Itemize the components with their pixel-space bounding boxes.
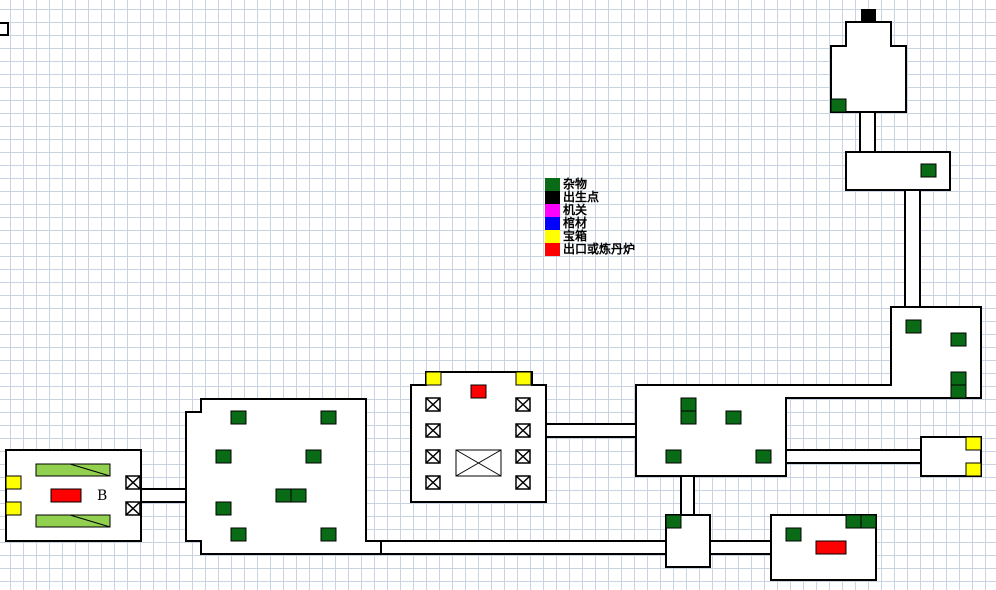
corridor [680, 475, 695, 517]
legend-swatch [545, 217, 560, 230]
corridor [544, 423, 638, 438]
misc-item [230, 410, 247, 425]
chest-item [425, 371, 442, 386]
chest-item [5, 475, 22, 490]
crate-icon [425, 475, 441, 490]
legend-label: 宝箱 [563, 229, 588, 243]
legend-item-exit: 出口或炼丹炉 [545, 243, 635, 256]
misc-item [905, 319, 922, 334]
large-crate-icon [455, 449, 502, 477]
legend-item-chest: 宝箱 [545, 230, 635, 243]
exit-marker [50, 488, 82, 503]
room-hub [635, 306, 982, 477]
legend-label: 出生点 [563, 190, 600, 204]
legend-item-coffin: 棺材 [545, 217, 635, 230]
corridor [139, 488, 187, 503]
misc-item [950, 384, 967, 399]
legend: 杂物 出生点 机关 棺材 宝箱 出口或炼丹炉 [545, 178, 635, 256]
legend-swatch [545, 243, 560, 256]
misc-item [785, 527, 802, 542]
corridor [365, 540, 667, 555]
misc-item [290, 488, 307, 503]
misc-item [680, 397, 697, 412]
crate-icon [515, 475, 531, 490]
misc-item [920, 163, 937, 178]
corridor [784, 449, 922, 464]
corridor [859, 111, 876, 153]
misc-item [680, 410, 697, 425]
misc-item [665, 449, 682, 464]
room-green-items [185, 398, 382, 555]
platform-top-slash [69, 463, 111, 477]
misc-item [665, 514, 682, 529]
misc-item [860, 514, 877, 529]
misc-item [950, 371, 967, 386]
legend-item-spawn: 出生点 [545, 191, 635, 204]
misc-item [950, 332, 967, 347]
exit-marker [815, 540, 847, 555]
legend-label: 出口或炼丹炉 [563, 242, 636, 256]
chest-item [965, 436, 982, 451]
spawn-point [861, 9, 876, 22]
misc-item [755, 449, 772, 464]
misc-item [320, 410, 337, 425]
chest-item [5, 501, 22, 516]
legend-label: 棺材 [563, 216, 588, 230]
legend-label: 机关 [563, 203, 588, 217]
misc-item [215, 501, 232, 516]
crate-icon [125, 501, 141, 516]
room-b-label: B [97, 488, 108, 504]
misc-item [725, 410, 742, 425]
corner-mark [0, 22, 9, 36]
legend-item-misc: 杂物 [545, 178, 635, 191]
corridor [904, 189, 921, 309]
misc-item [275, 488, 292, 503]
misc-item [845, 514, 862, 529]
legend-label: 杂物 [563, 177, 588, 191]
crate-icon [125, 475, 141, 490]
misc-item [320, 527, 337, 542]
exit-marker [470, 384, 487, 399]
legend-swatch [545, 204, 560, 217]
crate-icon [425, 397, 441, 412]
corridor [709, 540, 772, 555]
misc-item [305, 449, 322, 464]
crate-icon [425, 423, 441, 438]
crate-icon [515, 397, 531, 412]
crate-icon [515, 449, 531, 464]
misc-item [230, 527, 247, 542]
platform-top [35, 463, 111, 477]
chest-item [965, 462, 982, 477]
crate-icon [515, 423, 531, 438]
legend-swatch [545, 191, 560, 204]
misc-item [830, 98, 847, 113]
misc-item [215, 449, 232, 464]
platform-bottom-slash [69, 514, 111, 528]
legend-swatch [545, 230, 560, 243]
room-spawn-north [830, 21, 907, 113]
chest-item [515, 371, 532, 386]
crate-icon [425, 449, 441, 464]
legend-swatch [545, 178, 560, 191]
platform-bottom [35, 514, 111, 528]
legend-item-mechanism: 机关 [545, 204, 635, 217]
